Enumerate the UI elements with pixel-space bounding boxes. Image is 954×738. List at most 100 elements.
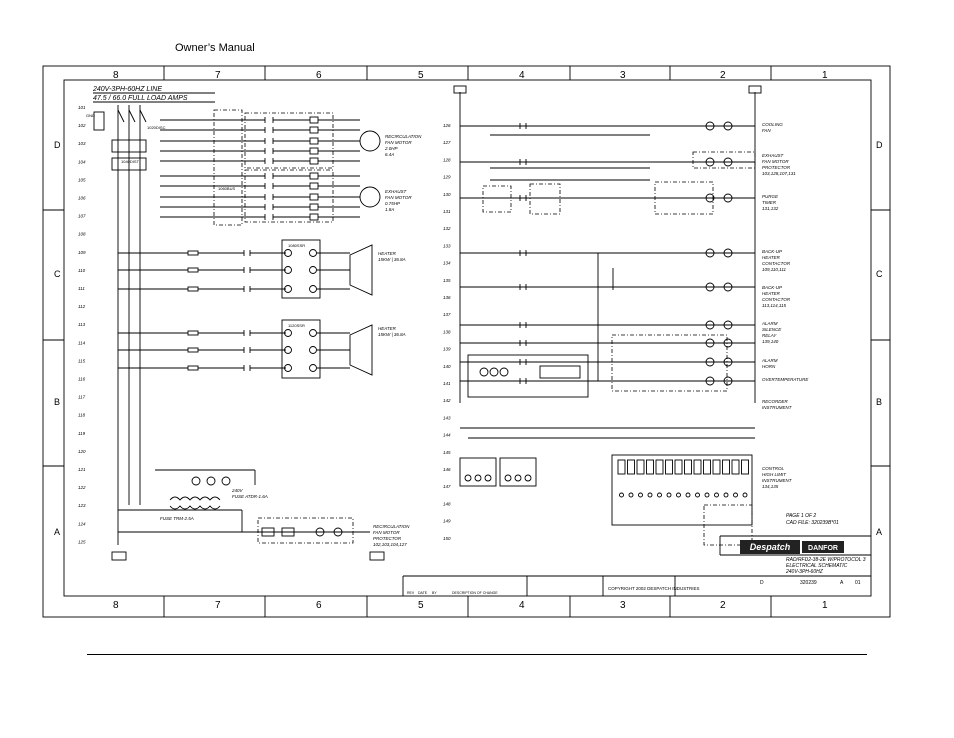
line-number: 112 bbox=[78, 304, 86, 309]
control-label: ALARM bbox=[761, 321, 778, 326]
power-line-voltage: 240V-3PH-60HZ LINE bbox=[92, 86, 162, 93]
despatch-logo bbox=[740, 540, 800, 554]
line-number: 110 bbox=[78, 268, 86, 273]
line-number: 114 bbox=[78, 340, 86, 345]
control-label: BACK-UP bbox=[762, 285, 782, 290]
drawing-frame-outer bbox=[42, 65, 891, 618]
ssr-1-box bbox=[281, 239, 321, 299]
heater-1-label: HEATER bbox=[378, 251, 397, 256]
row-label-right: B bbox=[876, 397, 882, 407]
control-label: HORN bbox=[762, 364, 776, 369]
svg-text:FAN MOTOR: FAN MOTOR bbox=[385, 140, 412, 145]
heater-1-rating: 15KW | 36.8A bbox=[378, 257, 406, 262]
fuse-block-label: 1060BUS bbox=[218, 186, 235, 191]
column-label-top: 8 bbox=[113, 70, 119, 81]
column-label-bottom: 5 bbox=[418, 600, 424, 611]
control-label: FAN bbox=[762, 128, 771, 133]
line-number: 115 bbox=[78, 358, 86, 363]
svg-text:1.8A: 1.8A bbox=[385, 207, 394, 212]
line-number: 129 bbox=[443, 175, 451, 180]
exhaust-motor-symbol bbox=[359, 186, 381, 208]
brand-name: Despatch bbox=[750, 542, 791, 552]
svg-text:HIGH LIMIT: HIGH LIMIT bbox=[762, 472, 787, 477]
control-label: BACK-UP bbox=[762, 249, 782, 254]
line-number: 133 bbox=[443, 243, 451, 248]
danfor-logo bbox=[802, 541, 844, 553]
line-number: 119 bbox=[78, 431, 86, 436]
control-label: FAN MOTOR bbox=[762, 159, 789, 164]
drawing-frame-inner bbox=[63, 79, 872, 597]
line-number: 146 bbox=[443, 467, 451, 472]
line-number: 113 bbox=[78, 322, 86, 327]
row-label-right: D bbox=[876, 140, 883, 150]
line-number: 143 bbox=[443, 415, 451, 420]
control-label: CONTACTOR bbox=[762, 297, 791, 302]
transformer-fuse-1: FUSE ATDR-1.6A bbox=[232, 494, 268, 499]
line-number: 118 bbox=[78, 413, 86, 418]
svg-text:102,103,104,127: 102,103,104,127 bbox=[373, 542, 407, 547]
line-number: 139 bbox=[443, 347, 451, 352]
column-ticks bbox=[43, 66, 890, 617]
disconnect-label: 1020DISC bbox=[147, 125, 166, 130]
line-number: 130 bbox=[443, 192, 451, 197]
column-label-top: 2 bbox=[720, 70, 726, 81]
line-number: 124 bbox=[78, 521, 86, 526]
column-label-top: 1 bbox=[822, 70, 828, 81]
line-number: 138 bbox=[443, 329, 451, 334]
svg-text:134,135: 134,135 bbox=[762, 484, 779, 489]
title-line-3: 240V-3PH-60HZ bbox=[785, 569, 824, 575]
svg-text:INSTRUMENT: INSTRUMENT bbox=[762, 478, 793, 483]
dwg-sheet: 01 bbox=[855, 580, 861, 586]
page-number: PAGE 1 OF 2 bbox=[786, 513, 816, 519]
svg-text:6.4A: 6.4A bbox=[385, 152, 394, 157]
control-label: HEATER bbox=[762, 255, 781, 260]
svg-text:PROTECTOR: PROTECTOR bbox=[373, 536, 402, 541]
line-number: 116 bbox=[78, 377, 86, 382]
dwg-rev: A bbox=[840, 580, 844, 586]
control-label: EXHAUST bbox=[762, 153, 785, 158]
line-numbers-left: 1011021031041051061071081091101111121131… bbox=[78, 105, 86, 544]
bottom-rule bbox=[87, 654, 867, 655]
line-number: 137 bbox=[443, 312, 451, 317]
recorder-label: RECORDER INSTRUMENT bbox=[762, 399, 793, 410]
line-number: 117 bbox=[78, 395, 86, 400]
control-label: PURGE bbox=[762, 194, 779, 199]
line-number: 140 bbox=[443, 364, 451, 369]
line-number: 104 bbox=[78, 159, 86, 164]
dwg-size: D bbox=[760, 580, 764, 586]
line-number: 102 bbox=[78, 123, 86, 128]
recirculation-motor-label: RECIRCULATION FAN MOTOR 2.0HP 6.4A bbox=[384, 134, 422, 157]
line-number: 106 bbox=[78, 196, 86, 201]
line-number: 111 bbox=[78, 286, 85, 291]
line-number: 107 bbox=[78, 214, 86, 219]
control-label: RELAY bbox=[762, 333, 777, 338]
line-numbers-middle: 1261271281291301311321331341351361371381… bbox=[443, 123, 451, 541]
line-number: 147 bbox=[443, 484, 451, 489]
control-label: TIMER bbox=[762, 200, 777, 205]
column-label-bottom: 1 bbox=[822, 600, 828, 611]
svg-text:RECIRCULATION: RECIRCULATION bbox=[373, 524, 410, 529]
svg-text:0.75HP: 0.75HP bbox=[385, 201, 400, 206]
line-number: 123 bbox=[78, 503, 86, 508]
column-label-bottom: 6 bbox=[316, 600, 322, 611]
row-label-right: A bbox=[876, 527, 882, 537]
cad-file: CAD FILE: 320239B*01 bbox=[786, 520, 839, 526]
control-label: PROTECTOR bbox=[762, 165, 791, 170]
recirculation-motor-symbol bbox=[359, 130, 381, 152]
column-label-bottom: 8 bbox=[113, 600, 119, 611]
recirc-protector-label: RECIRCULATION FAN MOTOR PROTECTOR 102,10… bbox=[373, 524, 410, 547]
column-label-top: 3 bbox=[620, 70, 626, 81]
col-rev: REV bbox=[407, 591, 415, 595]
line-number: 145 bbox=[443, 450, 451, 455]
brand-name-2: DANFOR bbox=[808, 545, 838, 552]
svg-text:CONTROL: CONTROL bbox=[762, 466, 784, 471]
line-number: 101 bbox=[78, 105, 86, 110]
line-number: 125 bbox=[78, 539, 86, 544]
line-number: 127 bbox=[443, 140, 451, 145]
exhaust-motor-label: EXHAUST FAN MOTOR 0.75HP 1.8A bbox=[385, 189, 412, 212]
hi-limit-label: CONTROL HIGH LIMIT INSTRUMENT 134,135 bbox=[762, 466, 793, 489]
controller-box bbox=[611, 454, 753, 526]
line-number: 105 bbox=[78, 177, 86, 182]
